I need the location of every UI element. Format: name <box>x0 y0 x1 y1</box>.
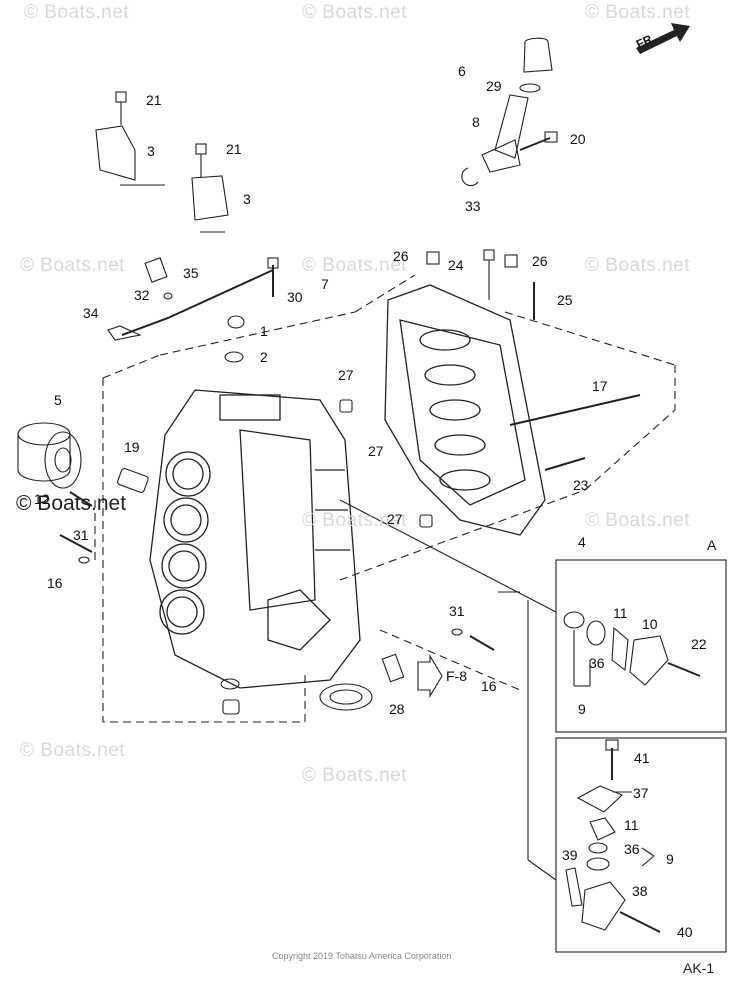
callout: 10 <box>642 616 658 632</box>
watermark: © Boats.net <box>585 510 691 531</box>
copyright-notice: Copyright 2019 Tohatsu America Corporati… <box>272 951 452 961</box>
callout: 24 <box>448 257 464 273</box>
callout: 5 <box>54 392 62 408</box>
oil-filter <box>17 422 82 489</box>
detail-label: A <box>707 537 717 553</box>
oil-tube <box>494 94 529 159</box>
oil-seal <box>319 683 373 711</box>
callout: 22 <box>691 636 707 652</box>
watermark: © Boats.net <box>20 740 126 761</box>
callout: 25 <box>557 292 573 308</box>
watermark-strong: © Boats.net <box>16 492 127 515</box>
callout: 1 <box>260 323 268 339</box>
assembly-guide-lines <box>94 274 676 723</box>
callout: 8 <box>472 114 480 130</box>
callout: 37 <box>633 785 649 801</box>
callout: 17 <box>592 378 608 394</box>
watermark: © Boats.net <box>20 255 126 276</box>
callout: 36 <box>624 841 640 857</box>
callout: 27 <box>387 511 403 527</box>
callout: 41 <box>634 750 650 766</box>
callout: 38 <box>632 883 648 899</box>
callout: 34 <box>83 305 99 321</box>
callout: 36 <box>589 655 605 671</box>
callout: 21 <box>226 141 242 157</box>
watermark: © Boats.net <box>302 2 408 23</box>
watermark: © Boats.net <box>302 510 408 531</box>
reference-label: F-8 <box>446 668 467 684</box>
callout: 26 <box>393 248 409 264</box>
watermark: © Boats.net <box>302 255 408 276</box>
callout: 3 <box>243 191 251 207</box>
callout: 6 <box>458 63 466 79</box>
callout: 9 <box>578 701 586 717</box>
drain-plug-top <box>227 315 245 329</box>
watermark: © Boats.net <box>302 765 408 786</box>
callout: 27 <box>338 367 354 383</box>
callout: 3 <box>147 143 155 159</box>
detail-box-a <box>555 559 727 733</box>
front-arrow-icon <box>636 23 690 54</box>
callout: 9 <box>666 851 674 867</box>
cylinder-block <box>149 389 361 689</box>
callout: 39 <box>562 847 578 863</box>
callout: 19 <box>124 439 140 455</box>
callout: 29 <box>486 78 502 94</box>
watermark: © Boats.net <box>585 255 691 276</box>
callout: 16 <box>47 575 63 591</box>
callout: 40 <box>677 924 693 940</box>
callout: 31 <box>73 527 89 543</box>
callout: 33 <box>465 198 481 214</box>
callout: 4 <box>578 534 586 550</box>
callout: 28 <box>389 701 405 717</box>
callout: 7 <box>321 276 329 292</box>
callout: 11 <box>624 817 639 833</box>
callout: 21 <box>146 92 162 108</box>
callout: 32 <box>134 287 150 303</box>
callout: 30 <box>287 289 303 305</box>
callout: 16 <box>481 678 497 694</box>
callout: 12 <box>34 491 50 507</box>
page-code: AK-1 <box>683 960 715 976</box>
callout: 35 <box>183 265 199 281</box>
callout: 20 <box>570 131 586 147</box>
callout: 11 <box>613 605 628 621</box>
watermark: © Boats.net <box>585 2 691 23</box>
watermark: © Boats.net <box>24 2 130 23</box>
callout: 31 <box>449 603 465 619</box>
detail-box-b <box>555 737 727 953</box>
crankcase <box>384 284 546 536</box>
callout: 23 <box>573 477 589 493</box>
callout: 2 <box>260 349 268 365</box>
oil-cap <box>523 37 553 73</box>
callout: 26 <box>532 253 548 269</box>
callout: 27 <box>368 443 384 459</box>
